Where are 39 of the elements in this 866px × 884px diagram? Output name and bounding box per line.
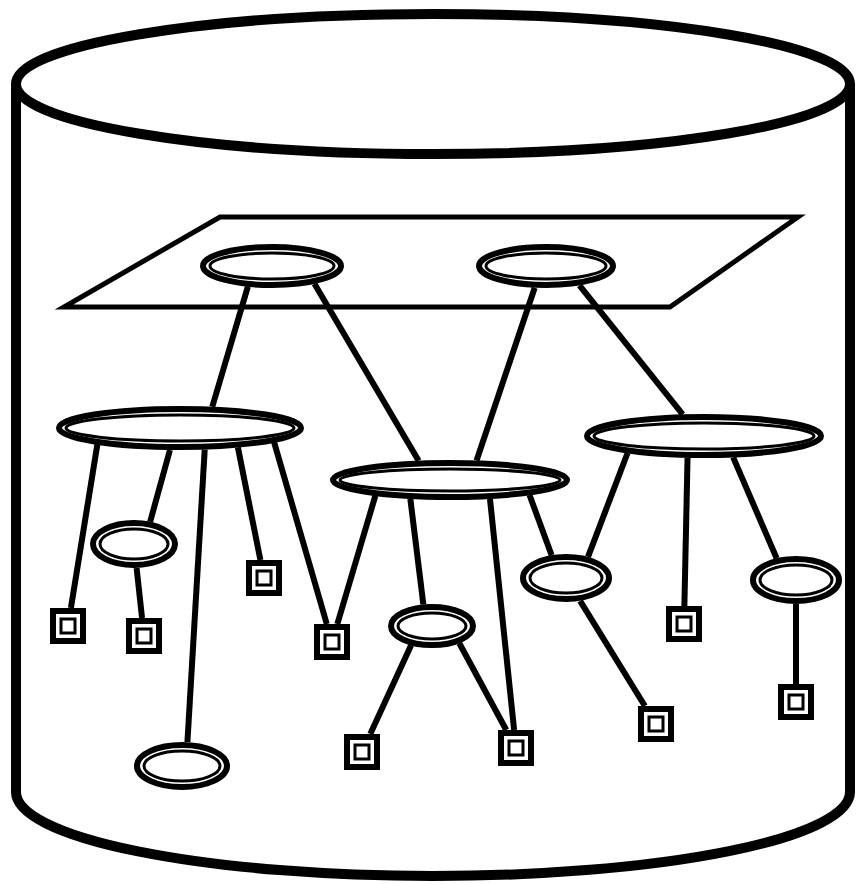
connector-line (367, 644, 414, 736)
square-node (126, 618, 162, 654)
connector-line (487, 498, 518, 731)
ellipse-node (134, 742, 230, 790)
ellipse-node (90, 520, 178, 568)
connector-line (526, 493, 555, 557)
square-node (314, 624, 350, 660)
connector-line (234, 446, 264, 561)
square-node (50, 608, 86, 644)
connector-line (133, 567, 146, 619)
connector-line (184, 449, 208, 743)
connector-line (311, 282, 422, 463)
connector-line (730, 456, 780, 560)
square-node (246, 560, 282, 596)
connector-line (271, 441, 330, 625)
connector-line (577, 283, 686, 417)
ellipse-node (388, 604, 476, 648)
square-node (778, 684, 814, 720)
connector-line (585, 451, 631, 558)
ellipse-node (520, 554, 612, 602)
connector-line (793, 604, 799, 684)
connector-line (681, 457, 691, 607)
square-node (666, 606, 702, 642)
ellipse-node (584, 414, 824, 458)
connector-line (209, 285, 251, 408)
square-node (638, 706, 674, 742)
connector-line (334, 494, 379, 625)
connector-line (147, 449, 173, 523)
connector-line (407, 498, 427, 605)
square-node (344, 734, 380, 770)
ellipse-node (56, 406, 304, 450)
connector-line (473, 286, 538, 462)
connector-line (577, 599, 648, 708)
square-node (498, 730, 534, 766)
ellipse-node (330, 460, 570, 500)
connector-line (456, 641, 509, 732)
connector-line (67, 443, 101, 609)
cylinder-container (10, 8, 856, 880)
ellipse-node (750, 556, 842, 604)
